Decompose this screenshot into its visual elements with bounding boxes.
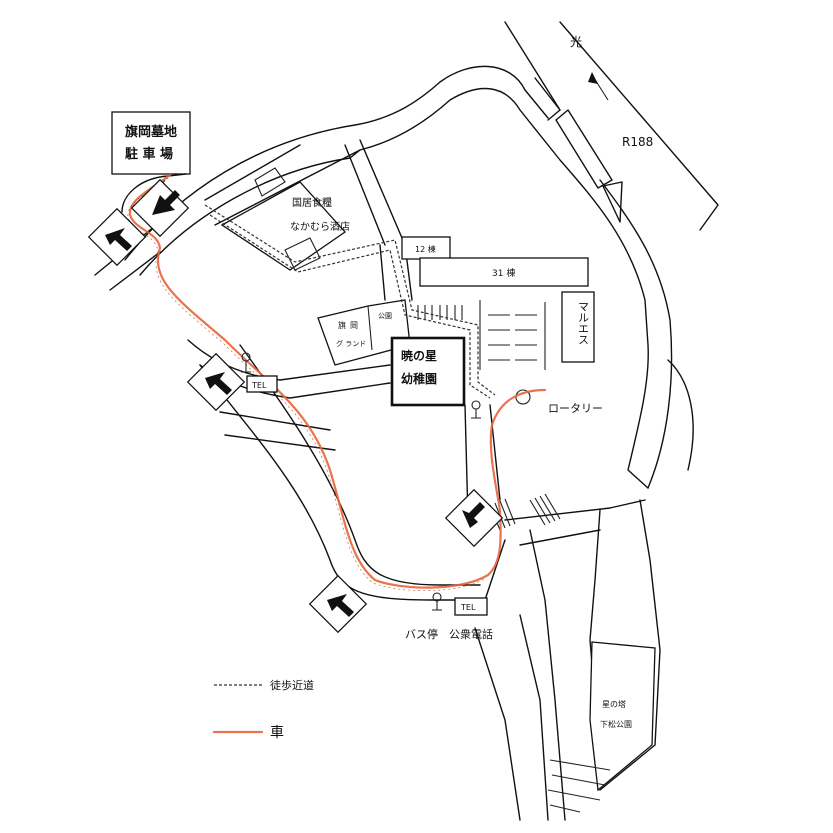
shop-label-1: 国居食糧 — [292, 196, 332, 209]
direction-arrow-icon — [444, 488, 504, 548]
public-phone-icon — [471, 400, 481, 419]
parking-label-line1: 旗岡墓地 — [125, 124, 177, 140]
shimomatsu-park — [589, 641, 656, 792]
direction-arrow-icon — [87, 207, 147, 267]
hataoka-label-2: 岡 — [350, 321, 358, 330]
north-arrow-icon — [588, 72, 609, 101]
north-label: 光 — [570, 35, 582, 49]
small-park-label: 公園 — [378, 312, 392, 320]
kindergarten-label-2: 幼稚園 — [401, 371, 437, 386]
hataoka-label-1: 旗 — [338, 320, 346, 330]
park-label-1: 星の塔 — [602, 699, 626, 709]
shop-block — [220, 181, 346, 271]
loop-road-outer — [124, 65, 549, 261]
marues-store — [561, 291, 595, 363]
marues-label: マルエス — [577, 301, 590, 345]
legend-walk-label: 徒歩近道 — [270, 678, 314, 692]
direction-arrow-icon — [186, 352, 246, 412]
kindergarten-label-1: 暁の星 — [401, 348, 437, 363]
phone-label-1: TEL — [251, 381, 267, 390]
public-phone-icon — [241, 352, 278, 393]
parking-stripes — [417, 300, 546, 370]
kindergarten-building — [390, 336, 466, 407]
direction-arrow-icon — [130, 178, 190, 238]
building-31 — [419, 257, 589, 287]
legend-car-label: 車 — [270, 724, 284, 741]
ground-label: グ ランド — [336, 339, 366, 348]
hataoka-ground-block — [317, 299, 411, 366]
parking-lot-box — [111, 111, 191, 175]
bus-stop-label: バス停 公衆電話 — [405, 627, 493, 641]
public-phone-icon — [432, 592, 488, 616]
parking-label-line2: 駐 車 場 — [125, 146, 173, 162]
shop-label-2: なかむら酒店 — [290, 220, 350, 233]
r188-road-east-edge — [559, 21, 719, 231]
building-12-label: 12 棟 — [415, 244, 436, 254]
direction-arrow-icon — [308, 574, 368, 634]
route-label: R188 — [622, 135, 653, 149]
loop-road-inner — [139, 87, 649, 489]
car-route — [128, 173, 547, 589]
map-legend: 徒歩近道 車 — [212, 678, 314, 741]
building-31-label: 31 棟 — [492, 267, 515, 279]
rotary-label: ロータリー — [548, 402, 603, 415]
r188-road-west-edge — [504, 21, 561, 111]
phone-label-2: TEL — [460, 603, 476, 612]
park-label-2: 下松公園 — [600, 719, 632, 729]
